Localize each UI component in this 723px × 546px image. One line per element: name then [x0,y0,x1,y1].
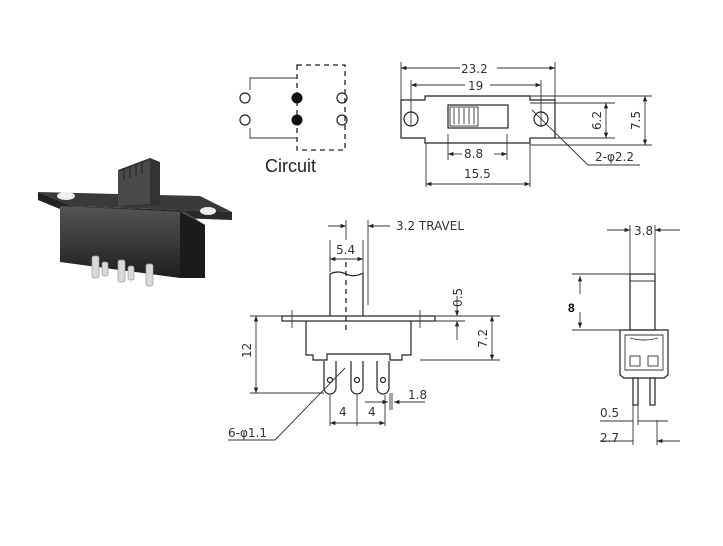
slider-window [447,104,509,129]
dim-pin-pitch-1: 4 [339,405,347,419]
dim-mount-holes: 2-φ2.2 [595,150,634,164]
terminal-circle [336,114,348,126]
dim-actuator-height: 8 [568,301,575,315]
dim-actuator-width: 5.4 [336,243,355,257]
circuit-dashed-frame [296,64,346,151]
dim-pin-pitch-2: 4 [368,405,376,419]
dim-pin-holes: 6-φ1.1 [228,426,267,440]
dim-travel: 3.2 TRAVEL [396,219,464,233]
dim-body-height: 6.2 [590,111,604,130]
terminal-circle [239,114,251,126]
terminal-circle [239,92,251,104]
dim-overall-height: 7.5 [629,111,643,130]
circuit-diagram: Circuit [239,64,348,176]
dim-body-length: 15.5 [464,167,491,181]
dim-overall-length: 23.2 [461,62,488,76]
dim-pin-thickness: 0.5 [600,406,619,420]
dim-body-height: 7.2 [476,329,490,348]
circuit-label: Circuit [265,156,316,176]
dim-flange-thickness: 0.5 [451,288,465,307]
side-view: 3.8 8 0.5 2.7 [568,224,680,445]
common-terminal [291,114,303,126]
dim-hole-spacing: 19 [468,79,483,93]
dim-slider-window: 8.8 [464,147,483,161]
dim-pin-width: 1.8 [408,388,427,402]
front-view: 3.2 TRAVEL 5.4 0.5 7.2 12 4 4 1.8 6-φ1.1 [228,219,500,441]
dim-pin-spacing: 2.7 [600,431,619,445]
terminal-circle [336,92,348,104]
top-view: 23.2 19 6.2 7.5 8.8 15.5 2-φ2.2 [400,62,652,187]
switch-photo [38,158,232,287]
dim-overall-height: 12 [240,343,254,358]
actuator [629,273,656,331]
common-terminal [291,92,303,104]
dim-actuator-width: 3.8 [634,224,653,238]
